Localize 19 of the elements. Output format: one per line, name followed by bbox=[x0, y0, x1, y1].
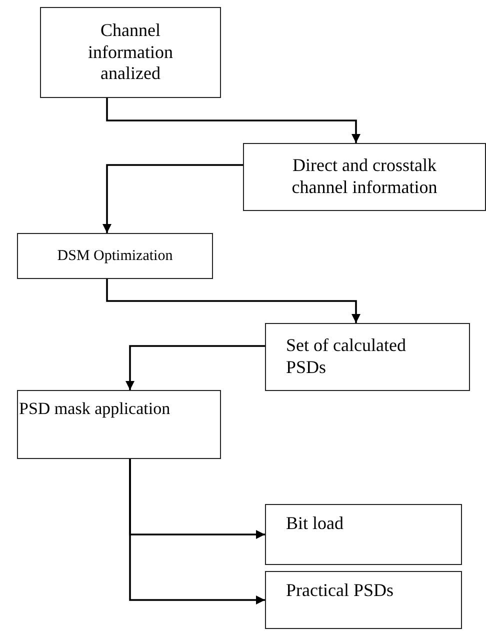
arrow bbox=[106, 279, 360, 323]
box-label: Bit load bbox=[286, 513, 344, 535]
process-box bbox=[265, 571, 462, 629]
box-label: DSM Optimization bbox=[57, 247, 173, 265]
process-box bbox=[243, 143, 486, 211]
arrow bbox=[106, 98, 360, 143]
process-box bbox=[17, 233, 213, 279]
process-box bbox=[265, 323, 470, 391]
arrow bbox=[102, 164, 243, 233]
box-label: Set of calculated PSDs bbox=[286, 335, 407, 379]
box-label: Direct and crosstalk channel information bbox=[290, 155, 438, 199]
box-label: Channel information analized bbox=[87, 20, 174, 85]
box-label: PSD mask application bbox=[19, 399, 170, 420]
process-box bbox=[265, 504, 462, 565]
process-box bbox=[17, 390, 221, 459]
arrow bbox=[126, 345, 265, 390]
box-label: Practical PSDs bbox=[286, 580, 394, 602]
arrow bbox=[129, 459, 265, 604]
process-box bbox=[40, 7, 221, 98]
